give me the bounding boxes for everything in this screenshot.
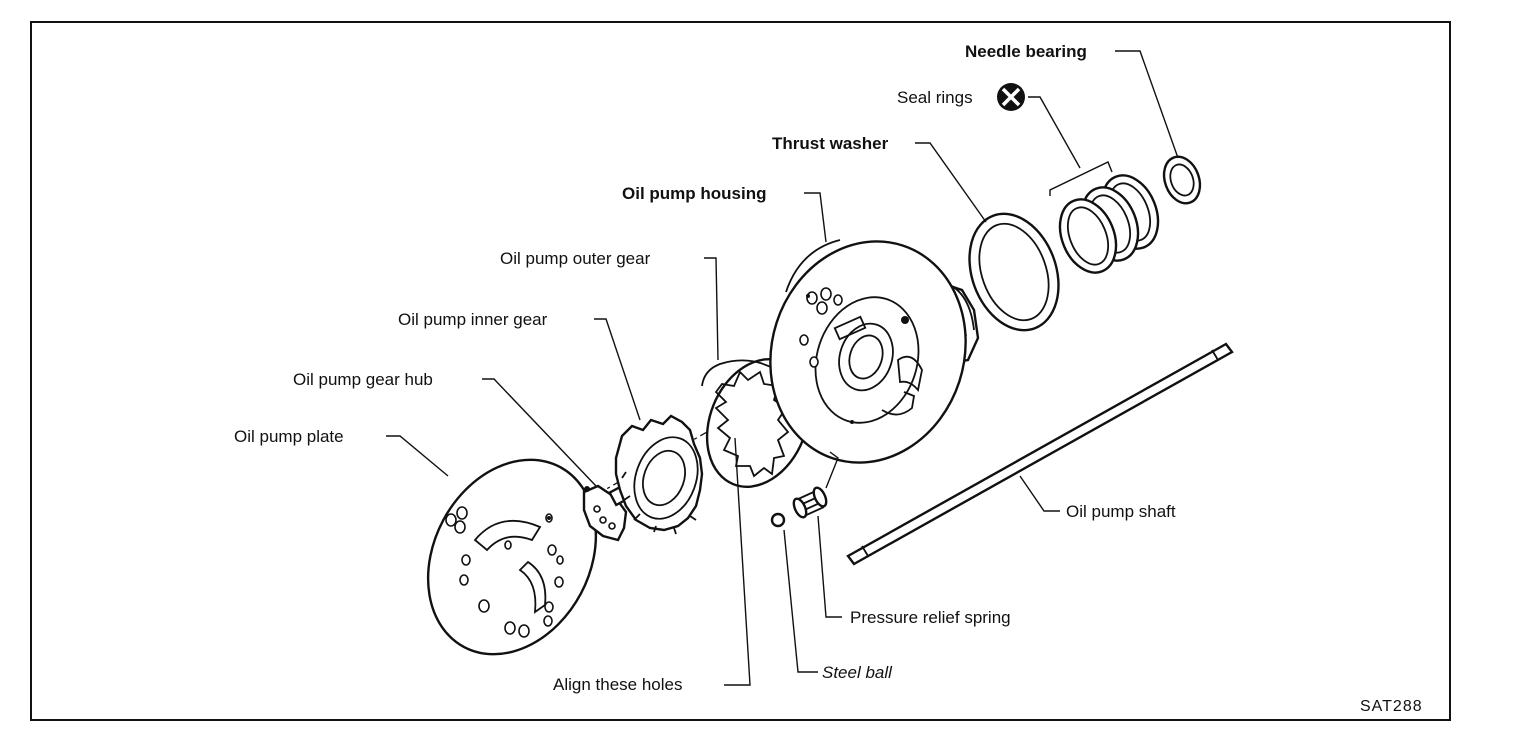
seal-rings-part	[1049, 161, 1160, 274]
leader-ball	[783, 529, 818, 673]
leader-inner-gear	[594, 318, 641, 421]
label-seal-rings: Seal rings	[897, 88, 973, 107]
label-oil-pump-gear-hub: Oil pump gear hub	[293, 370, 433, 389]
oil-pump-inner-gear-part	[614, 414, 704, 535]
leader-spring	[817, 515, 842, 618]
pressure-relief-spring-part	[792, 486, 828, 519]
label-steel-ball: Steel ball	[822, 663, 893, 682]
leader-shaft	[1019, 475, 1060, 512]
label-oil-pump-inner-gear: Oil pump inner gear	[398, 310, 548, 329]
figure-code: SAT288	[1360, 698, 1423, 715]
label-oil-pump-outer-gear: Oil pump outer gear	[500, 249, 651, 268]
leader-outer-gear	[704, 257, 719, 361]
label-pressure-relief-spring: Pressure relief spring	[850, 608, 1011, 627]
label-oil-pump-shaft: Oil pump shaft	[1066, 502, 1176, 521]
leader-needle-bearing	[1115, 50, 1179, 159]
figure-frame	[30, 21, 1451, 721]
oil-pump-housing-part	[769, 239, 980, 464]
thrust-washer-part	[968, 212, 1060, 332]
leader-thrust-washer	[915, 142, 987, 223]
leader-plate	[386, 435, 449, 477]
leader-housing	[804, 192, 827, 243]
steel-ball-part	[770, 512, 786, 528]
label-oil-pump-plate: Oil pump plate	[234, 427, 344, 446]
leader-align-holes-2	[825, 451, 839, 489]
circled-x-icon	[997, 83, 1025, 111]
label-align-these-holes: Align these holes	[553, 675, 682, 694]
leader-seal-rings	[1028, 96, 1081, 169]
oil-pump-plate-part	[426, 458, 598, 656]
label-needle-bearing: Needle bearing	[965, 42, 1087, 61]
leader-align-holes	[724, 437, 751, 686]
label-oil-pump-housing: Oil pump housing	[622, 184, 766, 203]
oil-pump-gear-hub-part	[582, 483, 632, 542]
label-thrust-washer: Thrust washer	[772, 134, 889, 153]
leader-gear-hub	[482, 378, 597, 487]
needle-bearing-part	[1162, 155, 1202, 205]
oil-pump-shaft-part	[846, 342, 1234, 566]
